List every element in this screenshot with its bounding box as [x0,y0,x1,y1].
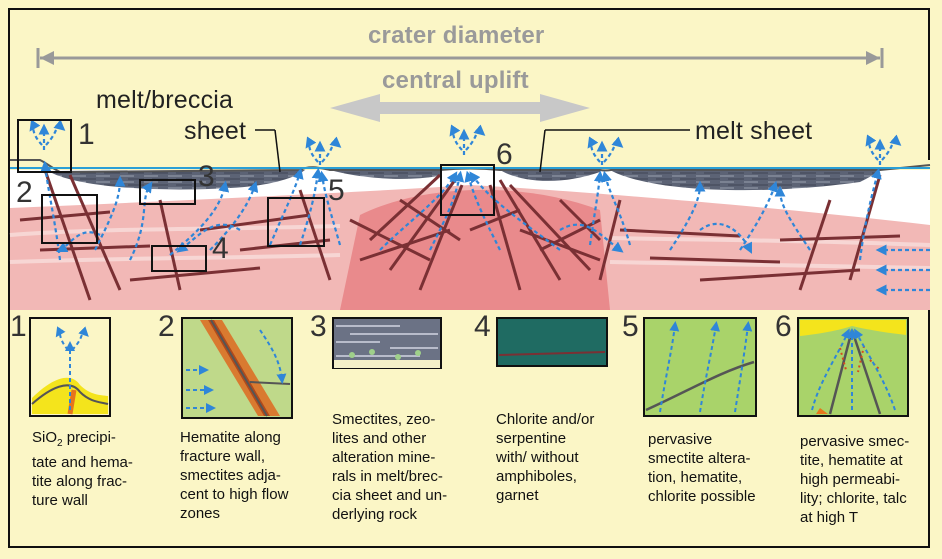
cross-section-label-5: 5 [328,174,345,207]
panel-caption-2: Hematite along fracture wall, smectites … [180,429,289,522]
crater-diameter-label: crater diameter [368,22,545,49]
melt-breccia-label-line1: melt/breccia [96,86,234,114]
cross-section-label-3: 3 [198,160,215,193]
panel-caption-3: Smectites, zeo- lites and other alterati… [332,411,448,523]
detail-panel-4 [496,317,608,367]
panel-number-4: 4 [474,310,491,343]
crater-diameter-arrow [36,48,884,68]
panel-number-5: 5 [622,310,639,343]
panel-caption-1-rest: precipi- tate and hema- tite along frac-… [32,429,133,509]
detail-panel-3 [332,317,442,369]
melt-breccia-label-line2: sheet [184,117,247,145]
panel-caption-4: Chlorite and/or serpentine with/ without… [496,411,595,504]
cross-section-label-4: 4 [212,232,229,265]
central-uplift-arrow [330,94,590,122]
detail-panel-5 [643,317,757,417]
panel-caption-1: SiO2 precipi- tate and hema- tite along … [32,428,133,510]
panel-caption-5: pervasive smectite altera- tion, hematit… [648,431,756,505]
panel-caption-1-pre: SiO [32,429,58,446]
panel-number-6: 6 [775,310,792,343]
central-uplift-label: central uplift [382,67,529,94]
detail-panel-6 [797,317,909,417]
panel-number-1: 1 [10,310,27,343]
panel-number-2: 2 [158,310,175,343]
detail-panel-2 [181,317,293,419]
panel-number-3: 3 [310,310,327,343]
panel-caption-6: pervasive smec- tite, hematite at high p… [800,433,910,526]
panel-caption-1-sub: 2 [57,438,63,449]
cross-section-label-1: 1 [78,118,95,151]
cross-section-label-2: 2 [16,176,33,209]
crater-cross-section [9,119,931,310]
cross-section-label-6: 6 [496,138,513,171]
melt-sheet-label: melt sheet [695,117,813,145]
detail-panel-1 [29,317,111,417]
